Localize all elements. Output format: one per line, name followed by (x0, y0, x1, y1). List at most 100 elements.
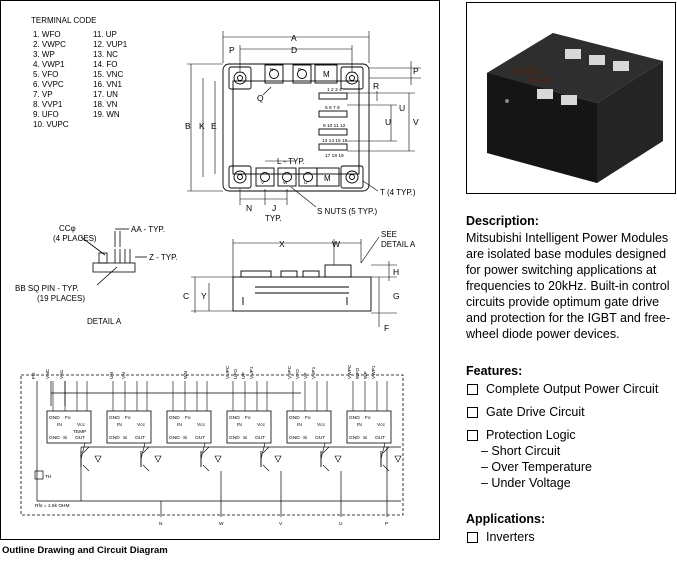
product-photo (466, 2, 676, 194)
control-terminal-label: WP (363, 371, 369, 379)
feature-sub-item: – Under Voltage (481, 476, 571, 490)
svg-text:AA - TYP.: AA - TYP. (131, 225, 165, 234)
features-title: Features: (466, 364, 523, 378)
terminal-code-entry: 14. FO (93, 60, 117, 69)
svg-text:BB SQ PIN - TYP.: BB SQ PIN - TYP. (15, 284, 79, 293)
control-terminal-label: VN (121, 372, 127, 379)
features-list: Complete Output Power Circuit Gate Drive… (466, 381, 676, 491)
gnd-label: GND (169, 415, 180, 421)
terminal-code-entry: 1. WFO (33, 30, 61, 39)
terminal-code-entry: 12. VUP1 (93, 40, 128, 49)
feature-item: Complete Output Power Circuit (466, 381, 676, 397)
svg-text:SEE: SEE (381, 230, 397, 239)
control-terminal-label: VFO (295, 369, 301, 379)
svg-text:J: J (272, 203, 276, 213)
svg-text:V: V (413, 117, 419, 127)
ipm-module-illustration (487, 33, 663, 183)
si-label: Si (243, 435, 247, 441)
control-terminal-label: VUP1 (249, 366, 255, 379)
svg-text:X: X (279, 239, 285, 249)
output-terminal-label: N (159, 521, 163, 527)
checkbox-icon (467, 384, 478, 395)
terminal-code-entry: 18. VN (93, 100, 118, 109)
terminal-code-entry: 10. VUPC (33, 120, 69, 129)
svg-text:E: E (211, 121, 217, 131)
si-label: Si (303, 435, 307, 441)
svg-text:TYP.: TYP. (265, 214, 282, 223)
terminal-code-entry: 19. WN (93, 110, 120, 119)
detail-a-drawing (80, 228, 147, 286)
svg-text:W: W (332, 239, 340, 249)
svg-text:Y: Y (201, 291, 207, 301)
out-label: OUT (255, 435, 265, 441)
svg-text:M: M (324, 174, 331, 183)
gnd-label: GND (169, 435, 180, 441)
terminal-code-entry: 15. VNC (93, 70, 123, 79)
driver-box (166, 410, 212, 444)
feature-item: Protection Logic (466, 427, 676, 443)
svg-text:Rfo = 1.5k OHM: Rfo = 1.5k OHM (35, 503, 70, 509)
si-label: Si (183, 435, 187, 441)
description-text: Mitsubishi Intelligent Power Modules are… (466, 231, 671, 341)
control-terminal-label: UN (109, 372, 115, 379)
gnd-label: GND (289, 435, 300, 441)
in-label: IN (117, 422, 122, 428)
svg-text:1 2 3 4: 1 2 3 4 (327, 87, 342, 93)
side-view-dimensions (191, 236, 397, 327)
gnd-label: GND (109, 435, 120, 441)
svg-text:B: B (185, 121, 191, 131)
control-terminal-label: VUPC (225, 365, 231, 379)
gnd-label: GND (109, 415, 120, 421)
gnd-label: GND (349, 435, 360, 441)
terminal-code-entry: 3. WP (33, 50, 55, 59)
svg-text:N: N (270, 67, 274, 73)
svg-text:5 6 7 8: 5 6 7 8 (325, 105, 340, 111)
svg-text:Q: Q (257, 93, 264, 103)
fo-label: Fo (125, 415, 131, 421)
fo-label: Fo (245, 415, 251, 421)
output-terminal-label: W (219, 521, 224, 527)
feature-sub-item: – Over Temperature (481, 460, 592, 474)
out-label: OUT (315, 435, 325, 441)
svg-text:Z - TYP.: Z - TYP. (149, 253, 178, 262)
svg-text:M: M (323, 70, 330, 79)
terminal-code-entry: 17. UN (93, 90, 118, 99)
svg-text:H: H (393, 267, 399, 277)
svg-text:TH: TH (45, 474, 52, 480)
control-terminal-label: UP (241, 372, 247, 379)
feature-sub-item: – Short Circuit (481, 444, 561, 458)
driver-box (226, 410, 272, 444)
si-label: Si (63, 435, 67, 441)
checkbox-icon (467, 407, 478, 418)
fo-label: Fo (65, 415, 71, 421)
circuit-bus-lines (36, 381, 401, 517)
svg-text:F: F (384, 323, 389, 333)
output-terminal-label: P (385, 521, 388, 527)
svg-text:D: D (291, 45, 297, 55)
terminal-code-entry: 2. VWPC (33, 40, 66, 49)
fo-label: Fo (365, 415, 371, 421)
in-label: IN (177, 422, 182, 428)
terminal-code-entry: 4. VWP1 (33, 60, 65, 69)
control-terminal-label: VWP1 (371, 365, 377, 379)
svg-text:17 18 19: 17 18 19 (325, 153, 344, 159)
gnd-label: GND (349, 415, 360, 421)
vcc-label: Vcc (197, 422, 206, 428)
gnd-label: GND (49, 415, 60, 421)
feature-item: Gate Drive Circuit (466, 404, 676, 420)
driver-box (346, 410, 392, 444)
in-label: IN (297, 422, 302, 428)
out-label: OUT (195, 435, 205, 441)
terminal-code-title: TERMINAL CODE (31, 16, 97, 25)
svg-text:T (4 TYP.): T (4 TYP.) (380, 188, 416, 197)
vcc-label: Vcc (137, 422, 146, 428)
svg-text:(4 PLACES): (4 PLACES) (53, 234, 97, 243)
vcc-label: Vcc (377, 422, 386, 428)
